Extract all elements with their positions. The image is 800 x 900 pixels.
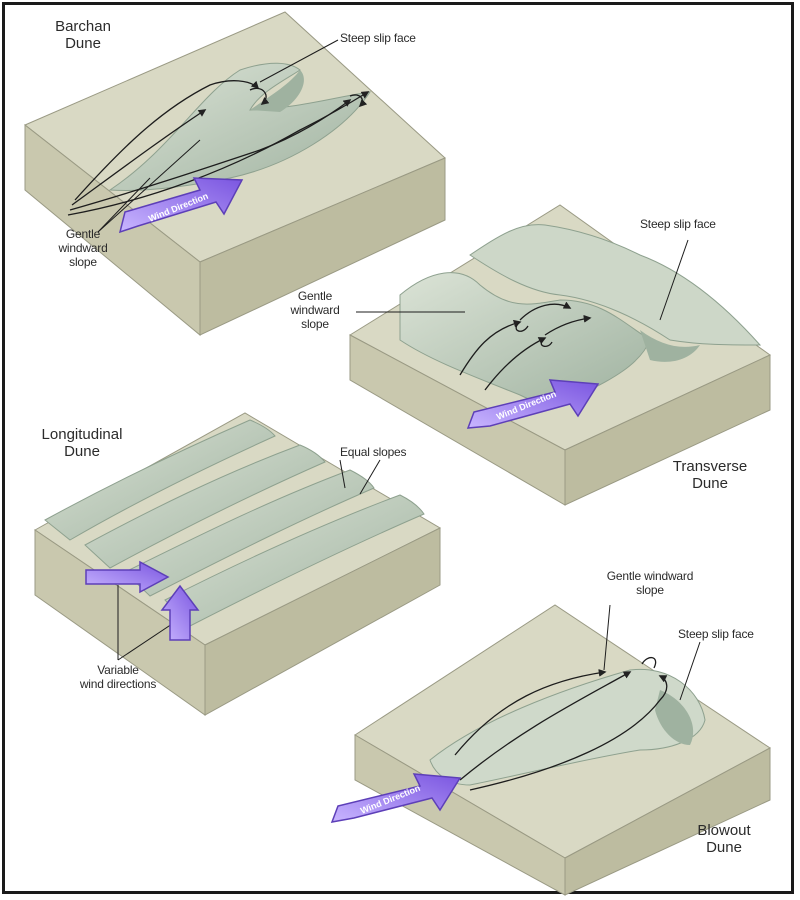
- blowout-slip-face-shadow: [655, 690, 694, 745]
- transverse-windward-line3: slope: [301, 316, 329, 331]
- transverse-flow-arrow-icon: [459, 319, 522, 376]
- transverse-block: [348, 204, 771, 506]
- longitudinal-variable-leader: [117, 619, 179, 661]
- transverse-block-right-side: [564, 354, 771, 506]
- blowout-windward-leader: [603, 604, 611, 671]
- longitudinal-block-right-side: [204, 527, 441, 716]
- transverse-windward-label: Gentle windward slope: [275, 289, 355, 331]
- blowout-slip-face-label: Steep slip face: [678, 627, 754, 641]
- longitudinal-equal-slopes-leader: [339, 459, 346, 489]
- longitudinal-variable-label: Variable wind directions: [58, 663, 178, 692]
- barchan-title-line2: Dune: [65, 35, 101, 53]
- barchan-slip-face-label: Steep slip face: [340, 31, 416, 45]
- transverse-title-line2: Dune: [692, 475, 728, 493]
- transverse-title: Transverse Dune: [665, 458, 755, 493]
- longitudinal-equal-slopes-leader: [359, 459, 381, 495]
- blowout-wind-arrow-icon: [330, 773, 462, 823]
- transverse-flow-arrow-icon: [519, 301, 572, 321]
- barchan-windward-line1: Gentle: [65, 227, 101, 241]
- barchan-block: [24, 11, 446, 337]
- transverse-slip-face-label: Steep slip face: [640, 217, 716, 231]
- transverse-slip-face-leader: [659, 239, 689, 321]
- longitudinal-wind-arrow-icon: [160, 584, 200, 641]
- barchan-title-line1: Barchan: [55, 18, 111, 35]
- blowout-block-right-side: [564, 747, 771, 896]
- barchan-windward-leader: [97, 177, 151, 233]
- blowout-windward-line2: slope: [636, 582, 664, 597]
- barchan-block-right-side: [199, 157, 446, 336]
- longitudinal-title-line2: Dune: [64, 443, 100, 461]
- transverse-windward-line1: Gentle: [297, 289, 333, 303]
- blowout-title-line2: Dune: [706, 839, 742, 857]
- barchan-windward-line2: windward: [58, 240, 108, 255]
- longitudinal-variable-line2: wind directions: [79, 676, 157, 691]
- transverse-flow-arrow-icon: [544, 314, 592, 336]
- blowout-eddy-icon: [641, 657, 657, 669]
- barchan-slip-face-leader: [259, 39, 339, 83]
- longitudinal-ridge: [164, 494, 425, 627]
- barchan-title: Barchan Dune: [48, 18, 118, 53]
- blowout-flow-arrow-icon: [469, 675, 668, 791]
- longitudinal-wind-arrow-icon: [85, 560, 170, 594]
- transverse-title-line1: Transverse: [672, 458, 748, 475]
- transverse-wind-arrow-icon: [466, 379, 600, 429]
- transverse-slip-face-shadow: [640, 330, 700, 362]
- longitudinal-ridge: [124, 469, 375, 597]
- barchan-wind-arrow-icon: [118, 177, 244, 234]
- blowout-flow-arrow-icon: [454, 669, 607, 756]
- longitudinal-title-line1: Longitudinal: [41, 426, 123, 443]
- longitudinal-ridge: [44, 419, 276, 541]
- transverse-windward-line2: windward: [290, 302, 340, 317]
- longitudinal-equal-slopes-label: Equal slopes: [340, 445, 407, 459]
- blowout-slip-face-leader: [679, 641, 701, 701]
- barchan-eddy-icon: [249, 87, 270, 105]
- longitudinal-variable-line1: Variable: [97, 663, 139, 677]
- barchan-windward-line3: slope: [69, 254, 97, 269]
- barchan-flow-arrow-icon: [67, 91, 370, 216]
- longitudinal-ridge: [84, 444, 326, 569]
- blowout-title: Blowout Dune: [684, 822, 764, 857]
- longitudinal-title: Longitudinal Dune: [22, 426, 142, 461]
- barchan-eddy-icon: [349, 94, 368, 108]
- blowout-windward-label: Gentle windward slope: [585, 569, 715, 598]
- transverse-dune-ridge-back: [469, 224, 762, 346]
- barchan-flow-arrow-icon: [71, 109, 207, 206]
- transverse-eddy-icon: [515, 321, 529, 332]
- barchan-flow-arrow-icon: [74, 80, 260, 201]
- longitudinal-block: [34, 412, 442, 716]
- transverse-eddy-icon: [540, 337, 553, 348]
- barchan-windward-label: Gentle windward slope: [48, 227, 118, 269]
- blowout-dune-shape: [429, 668, 706, 786]
- blowout-flow-arrow-icon: [459, 671, 632, 781]
- barchan-windward-leader: [97, 139, 201, 233]
- blowout-windward-line1: Gentle windward: [606, 569, 694, 583]
- blowout-title-line1: Blowout: [697, 822, 751, 839]
- transverse-flow-arrow-icon: [484, 337, 547, 391]
- blowout-block: [330, 604, 771, 896]
